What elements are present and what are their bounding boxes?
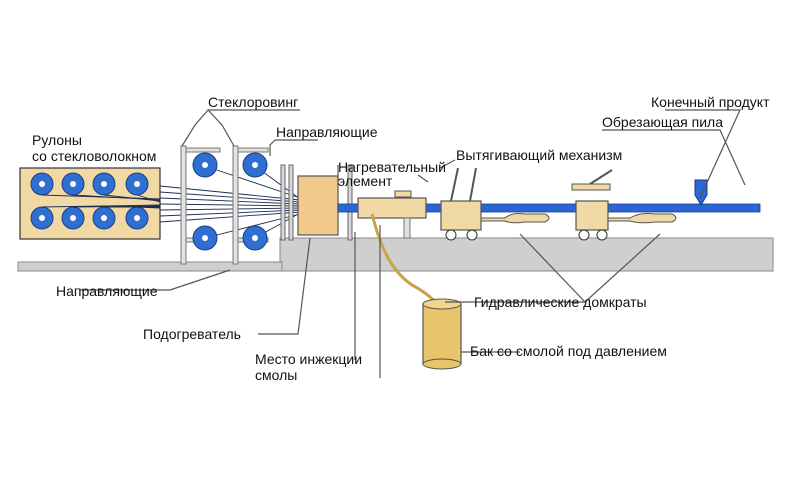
base-platform <box>279 237 774 272</box>
bottom-guide-rail <box>17 261 283 272</box>
pulling-carriage-1 <box>440 167 550 241</box>
label-heating-element-2: элемент <box>338 173 393 189</box>
heating-element <box>357 197 427 219</box>
label-guides-bottom: Направляющие <box>56 283 158 299</box>
pulling-carriage-2 <box>571 169 677 241</box>
label-rolls-2: со стекловолокном <box>32 148 156 164</box>
die-clamp <box>394 190 412 198</box>
roving-reels <box>192 152 268 251</box>
label-preheater: Подогреватель <box>143 326 241 342</box>
label-rolls: Рулоны <box>32 132 82 148</box>
label-roving: Стеклоровинг <box>208 94 298 110</box>
label-resin-injection: Место инжекции <box>255 351 362 367</box>
leader-lines <box>80 109 746 378</box>
label-final-product: Конечный продукт <box>651 94 770 110</box>
label-heating-element: Нагревательный <box>338 159 446 175</box>
preheater <box>297 175 339 236</box>
resin-hose <box>370 213 439 305</box>
guide-plates <box>280 164 353 241</box>
label-resin-injection-2: смолы <box>255 367 297 383</box>
label-guides-top: Направляющие <box>276 124 378 140</box>
label-cutting-saw: Обрезающая пила <box>602 114 723 130</box>
label-hydraulic-jacks: Гидравлические домкраты <box>474 294 647 310</box>
label-resin-tank: Бак со смолой под давлением <box>470 343 667 359</box>
resin-tank <box>422 298 462 370</box>
label-pulling-mechanism: Вытягивающий механизм <box>456 147 622 163</box>
product-bar <box>337 203 761 213</box>
cutting-saw <box>694 179 708 206</box>
fiber-roll-group <box>30 172 149 230</box>
